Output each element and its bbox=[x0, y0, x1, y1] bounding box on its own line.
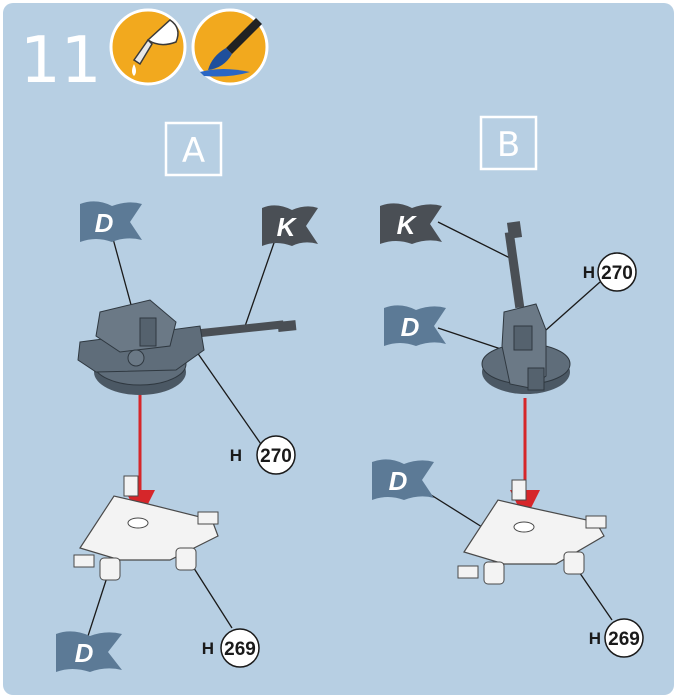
flag-k-a-top: K bbox=[262, 205, 318, 246]
base-part-a bbox=[73, 475, 219, 581]
paint-brush-icon bbox=[191, 8, 269, 86]
flag-d-b-lower: D bbox=[372, 459, 434, 500]
step-number: 11 bbox=[20, 24, 101, 98]
callout-b-base: H 269 bbox=[589, 618, 644, 658]
glue-icon bbox=[109, 8, 187, 86]
callout-b-turret: H 270 bbox=[583, 252, 637, 292]
flag-d-b-mid: D bbox=[384, 305, 446, 346]
leader-lines-b bbox=[419, 221, 613, 621]
flag-d-a-bottom: D bbox=[56, 631, 122, 672]
svg-text:A: A bbox=[182, 131, 205, 171]
svg-text:H: H bbox=[583, 263, 595, 282]
svg-text:K: K bbox=[397, 210, 418, 240]
svg-text:H: H bbox=[230, 446, 242, 465]
svg-text:D: D bbox=[389, 466, 408, 496]
svg-text:270: 270 bbox=[601, 263, 633, 284]
view-b-label: B bbox=[479, 115, 538, 171]
turret-part-a bbox=[77, 299, 297, 395]
svg-text:K: K bbox=[277, 212, 298, 242]
flag-d-a-top: D bbox=[80, 201, 142, 242]
base-part-b bbox=[457, 479, 607, 585]
turret-part-b bbox=[481, 221, 571, 394]
svg-text:269: 269 bbox=[608, 629, 640, 650]
callout-a-base: H 269 bbox=[202, 628, 260, 668]
view-a-label: A bbox=[164, 121, 223, 177]
callout-a-turret: H 270 bbox=[230, 435, 296, 475]
svg-text:B: B bbox=[497, 125, 520, 165]
svg-text:H: H bbox=[589, 629, 601, 648]
svg-text:D: D bbox=[401, 312, 420, 342]
svg-text:D: D bbox=[75, 638, 94, 668]
svg-text:D: D bbox=[95, 208, 114, 238]
flag-k-b-top: K bbox=[380, 203, 442, 244]
svg-text:269: 269 bbox=[224, 639, 256, 660]
svg-text:H: H bbox=[202, 639, 214, 658]
svg-text:270: 270 bbox=[260, 446, 292, 467]
